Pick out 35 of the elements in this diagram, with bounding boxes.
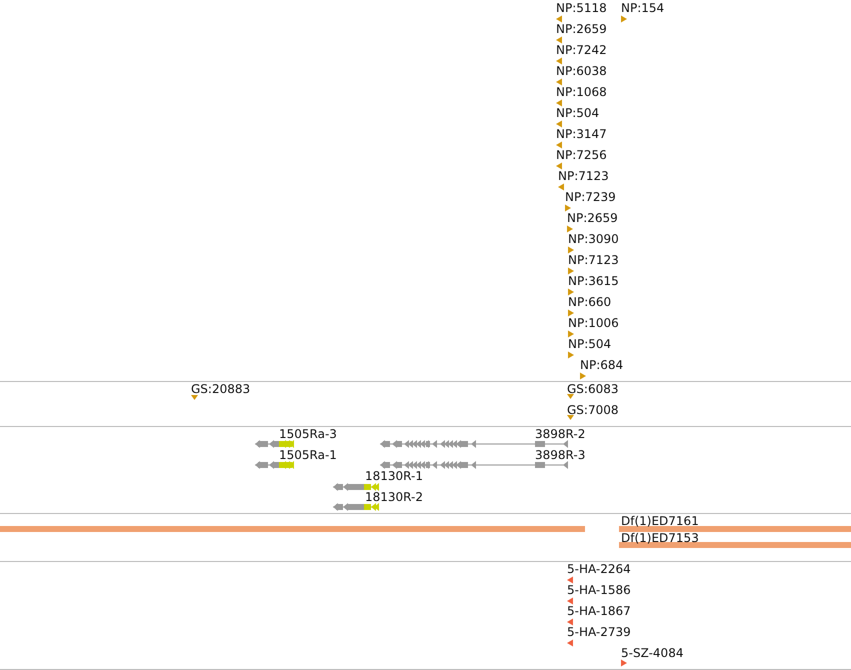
feature-label: NP:3090 [568, 232, 619, 246]
feature-label: 18130R-2 [365, 490, 423, 504]
feature-label: NP:660 [568, 295, 612, 309]
feature-label: NP:3147 [556, 127, 607, 141]
feature-label: NP:7242 [556, 43, 607, 57]
feature-label: NP:504 [556, 106, 600, 120]
feature-label: 3898R-3 [535, 448, 586, 462]
feature-label: GS:7008 [567, 403, 618, 417]
feature-label: 1505Ra-1 [279, 448, 337, 462]
feature-label: NP:1006 [568, 316, 619, 330]
feature-label: 3898R-2 [535, 427, 586, 441]
feature-label: NP:7239 [565, 190, 616, 204]
feature-label: 5-HA-2264 [567, 562, 631, 576]
feature-label: NP:2659 [567, 211, 618, 225]
feature-label: 1505Ra-3 [279, 427, 337, 441]
feature-label: 18130R-1 [365, 469, 423, 483]
feature-label: GS:20883 [191, 382, 250, 396]
feature-label: NP:7123 [558, 169, 609, 183]
feature-label: NP:684 [580, 358, 624, 372]
feature-label: NP:1068 [556, 85, 607, 99]
feature-label: 5-HA-2739 [567, 625, 631, 639]
feature-label: NP:5118 [556, 1, 607, 15]
feature-label: NP:3615 [568, 274, 619, 288]
feature-label: 5-HA-1867 [567, 604, 631, 618]
feature-label: GS:6083 [567, 382, 618, 396]
feature-label: NP:504 [568, 337, 612, 351]
feature-label: NP:7256 [556, 148, 607, 162]
feature-label: NP:154 [621, 1, 664, 15]
feature-label: Df(1)ED7161 [621, 514, 699, 528]
feature-label: NP:6038 [556, 64, 607, 78]
feature-label: NP:2659 [556, 22, 607, 36]
feature-label: 5-SZ-4084 [621, 646, 684, 660]
feature-label: Df(1)ED7153 [621, 531, 699, 545]
feature-label: 5-HA-1586 [567, 583, 631, 597]
feature-label: NP:7123 [568, 253, 619, 267]
